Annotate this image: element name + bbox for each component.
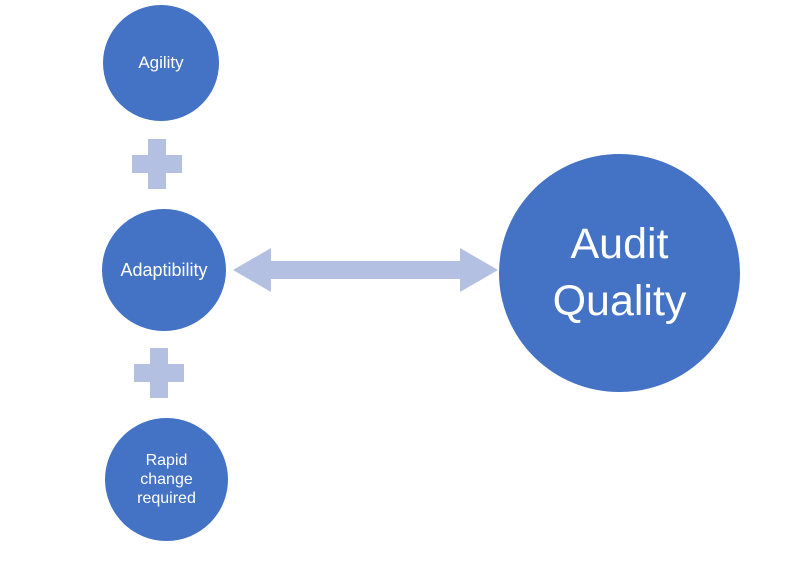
circle-rapid-change-label: Rapid change required (137, 451, 196, 508)
plus-icon (132, 139, 182, 189)
circle-agility-label: Agility (138, 53, 184, 72)
plus-icon (134, 348, 184, 398)
circle-adaptibility-label: Adaptibility (120, 259, 208, 280)
double-headed-arrow-icon (233, 248, 498, 292)
circle-audit-quality-label: Audit Quality (552, 220, 687, 325)
circle-rapid-change: Rapid change required (105, 418, 228, 541)
circle-audit-quality: Audit Quality (499, 154, 740, 392)
circle-agility: Agility (103, 5, 219, 121)
circle-adaptibility: Adaptibility (102, 209, 226, 331)
